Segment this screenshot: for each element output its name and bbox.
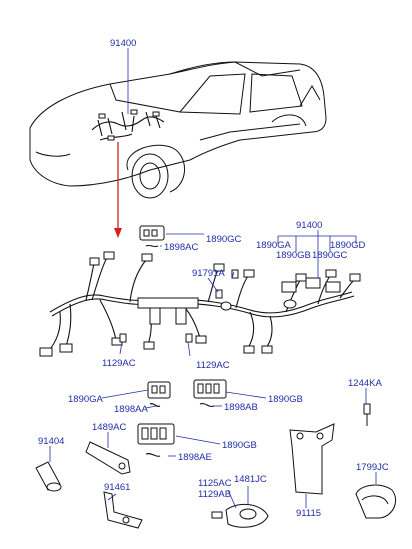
label-1890GB-b: 1890GB bbox=[268, 394, 303, 405]
label-1890GB: 1890GB bbox=[276, 250, 311, 261]
label-1489AC: 1489AC bbox=[92, 422, 126, 433]
label-91115: 91115 bbox=[296, 508, 321, 519]
label-1799JC: 1799JC bbox=[356, 462, 389, 473]
label-1129AC-b: 1129AC bbox=[196, 360, 230, 371]
label-1890GA: 1890GA bbox=[256, 240, 292, 251]
screw-1244KA bbox=[363, 388, 371, 426]
label-1481JC: 1481JC bbox=[234, 474, 267, 485]
label-1129AC-a: 1129AC bbox=[102, 358, 136, 369]
main-harness-drawing bbox=[39, 251, 361, 357]
car-engine-wiring bbox=[91, 48, 165, 141]
bracket-91115 bbox=[289, 423, 335, 508]
grommet-91404 bbox=[35, 446, 62, 492]
cable-tie-1799JC bbox=[355, 472, 396, 519]
connector-1890GA bbox=[101, 381, 171, 409]
location-arrow bbox=[114, 142, 122, 238]
label-1129AB: 1129AB bbox=[198, 489, 231, 500]
label-91404: 91404 bbox=[38, 436, 64, 447]
label-91791A: 91791A bbox=[192, 268, 225, 279]
label-1898AC: 1898AC bbox=[164, 242, 198, 253]
leads-91791A bbox=[119, 271, 235, 357]
label-1898AE: 1898AE bbox=[178, 452, 212, 463]
label-1890GC: 1890GC bbox=[206, 234, 242, 245]
car-illustration bbox=[29, 61, 327, 199]
label-1890GA-b: 1890GA bbox=[68, 394, 104, 405]
label-91400-group: 91400 bbox=[296, 220, 322, 231]
label-1898AB: 1898AB bbox=[224, 402, 258, 413]
label-1890GB-c: 1890GB bbox=[222, 440, 257, 451]
connector-1890GB-b bbox=[137, 423, 221, 457]
label-1898AA: 1898AA bbox=[114, 404, 148, 415]
label-91400-top: 91400 bbox=[110, 38, 136, 49]
connector-1890GB bbox=[193, 379, 267, 407]
label-1890GC-b: 1890GC bbox=[312, 250, 348, 261]
label-91461: 91461 bbox=[104, 482, 130, 493]
bracket-91461 bbox=[103, 491, 143, 529]
clip-1481JC bbox=[211, 486, 269, 528]
connector-cluster-91400 bbox=[277, 230, 357, 293]
label-1125AC: 1125AC bbox=[198, 478, 232, 489]
label-1890GD: 1890GD bbox=[330, 240, 366, 251]
connector-1890GC bbox=[139, 225, 204, 248]
label-1244KA: 1244KA bbox=[348, 378, 382, 389]
bracket-1489AC bbox=[85, 432, 131, 475]
